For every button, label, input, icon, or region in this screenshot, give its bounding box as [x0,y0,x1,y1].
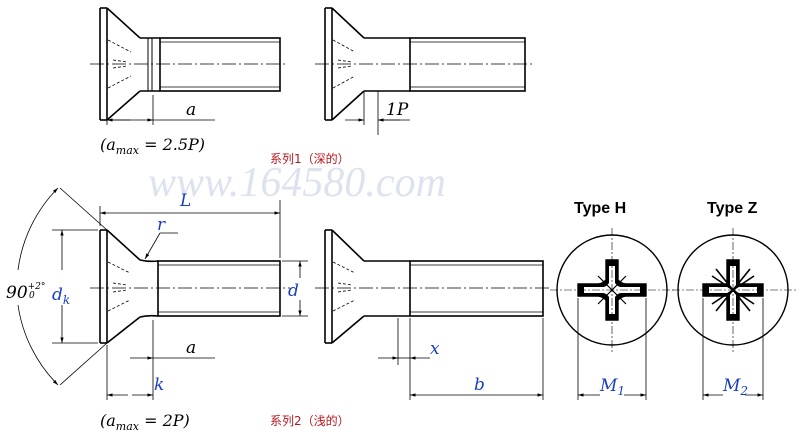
series2-dim-a-label: a [186,338,196,358]
series1-caption: (amax = 2.5P) [100,135,205,157]
series2-dim-d-label: d [288,281,299,301]
series1-dim-a-label: a [186,100,196,120]
dim-m1-label: M1 [599,376,625,398]
series2-dim-x-label: x [430,339,440,359]
type-h-label: Type H [574,200,626,217]
series1-dim-1p-label: 1P [386,100,409,120]
series2-angle-tol-bottom: 0 [29,291,35,301]
series1-screw-b [315,7,532,135]
type-z-recess-view [672,228,796,400]
series2-dim-k-label: k [154,375,164,395]
series2-caption: (amax = 2P) [100,411,190,433]
dim-m2-label: M2 [722,376,748,398]
type-h-recess-view [550,228,675,400]
series2-screw-d [315,229,550,400]
watermark-text: www.164580.com [148,160,446,206]
series2-dim-b-label: b [474,375,485,395]
series2-label: 系列2（浅的） [270,413,350,428]
series2-dim-L-label: L [179,191,191,211]
series1-label: 系列1（深的） [270,151,350,166]
series1-screw-a [90,7,287,125]
series2-dim-dk-label: dk [52,285,70,307]
series2-angle-label: 90+2° [6,282,45,303]
type-z-label: Type Z [707,200,758,217]
series2-screw-c [17,187,308,400]
series2-dim-r-label: r [157,215,166,235]
